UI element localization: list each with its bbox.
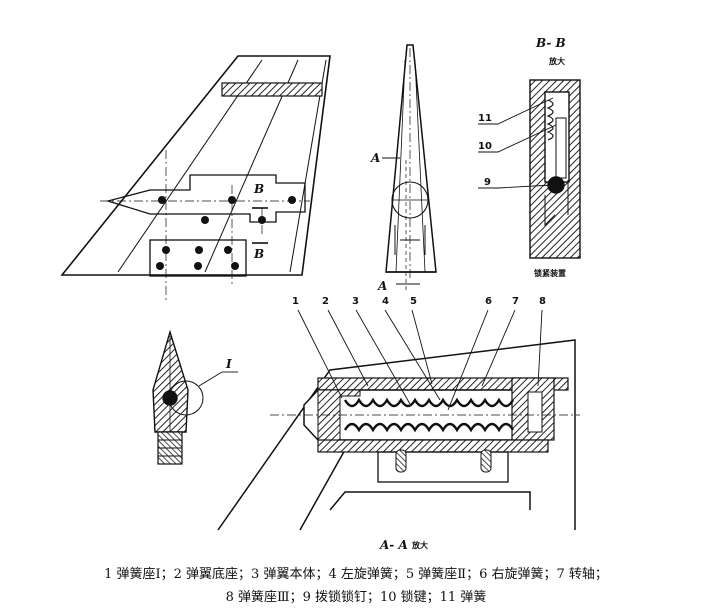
locking-device-section bbox=[529, 79, 581, 259]
section-b-marker-top: B bbox=[253, 182, 264, 196]
callout-1: 1 bbox=[292, 296, 299, 307]
locking-device-title: 锁紧装置 bbox=[534, 268, 566, 278]
figure-legend-line-2: 8 弹簧座Ⅲ；9 拨锁锁钉；10 锁键；11 弹簧 bbox=[225, 590, 487, 605]
detail-i-view bbox=[152, 329, 238, 465]
callout-2: 2 bbox=[322, 296, 329, 307]
callout-7: 7 bbox=[512, 296, 519, 307]
section-a-marker-top: A bbox=[370, 151, 380, 165]
detail-i-marker: I bbox=[225, 357, 232, 371]
section-bb-title: B- B bbox=[535, 36, 566, 50]
section-a-marker-bottom: A bbox=[377, 279, 387, 293]
locking-device-leaders bbox=[478, 97, 557, 189]
callout-4: 4 bbox=[382, 296, 389, 307]
callout-3: 3 bbox=[352, 296, 359, 307]
fin-front-view bbox=[382, 44, 437, 290]
callout-5: 5 bbox=[410, 296, 417, 307]
section-aa-zoom-note: 放大 bbox=[411, 540, 428, 550]
section-aa-title: A- A bbox=[379, 538, 408, 552]
section-bb-zoom-note: 放大 bbox=[548, 56, 565, 66]
callout-11: 11 bbox=[478, 113, 492, 124]
fin-side-view bbox=[60, 55, 331, 300]
figure-legend-line-1: 1 弹簧座Ⅰ；2 弹翼底座；3 弹翼本体；4 左旋弹簧；5 弹簧座Ⅱ；6 右旋弹… bbox=[104, 567, 608, 582]
section-aa-view bbox=[217, 339, 580, 531]
section-b-marker-bottom: B bbox=[253, 247, 264, 261]
callout-9: 9 bbox=[484, 177, 491, 188]
callout-10: 10 bbox=[478, 141, 492, 152]
section-aa-leaders bbox=[297, 309, 543, 411]
callout-8: 8 bbox=[539, 296, 546, 307]
callout-6: 6 bbox=[485, 296, 492, 307]
